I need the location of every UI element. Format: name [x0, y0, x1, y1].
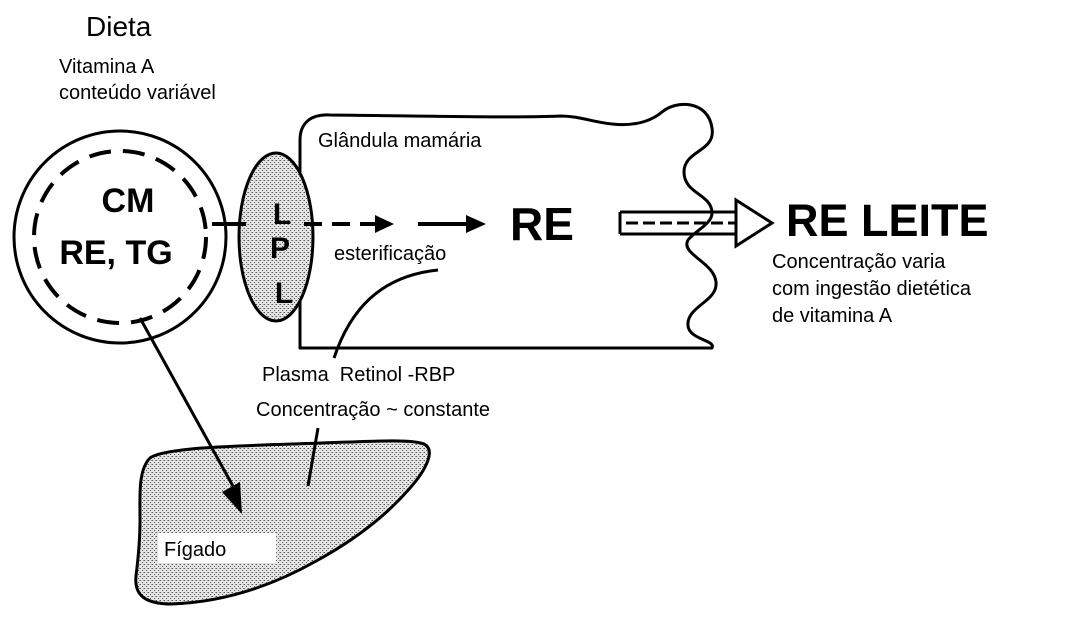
diet-line-2: conteúdo variável — [59, 82, 216, 104]
milk-line-2: com ingestão dietética — [772, 278, 972, 300]
esterification-label: esterificação — [334, 243, 446, 265]
milk-line-3: de vitamina A — [772, 305, 893, 327]
milk-line-1: Concentração varia — [772, 251, 946, 273]
secretion-hollow-arrow — [620, 200, 772, 246]
mammary-gland-label: Glândula mamária — [318, 130, 482, 152]
lpl-letter-p: P — [270, 232, 290, 265]
lpl-letter-l-bottom: L — [275, 277, 293, 310]
plasma-retinol-curve — [334, 270, 438, 358]
chylomicron-re-tg-label: RE, TG — [59, 234, 172, 272]
gland-re-label: RE — [510, 198, 574, 250]
plasma-concentration-label: Concentração ~ constante — [256, 399, 490, 421]
lpl-letter-l-top: L — [273, 198, 291, 231]
chylomicron-cm-label: CM — [102, 182, 155, 220]
lpl-enzyme: L P L — [239, 153, 313, 321]
liver-shape — [136, 441, 430, 604]
diet-line-1: Vitamina A — [59, 56, 155, 78]
plasma-retinol-label: Plasma Retinol -RBP — [262, 364, 455, 386]
milk-re-title: RE LEITE — [786, 195, 989, 246]
liver-label: Fígado — [164, 539, 226, 561]
diet-title: Dieta — [86, 11, 152, 42]
chylomicron: CM RE, TG — [14, 131, 226, 343]
